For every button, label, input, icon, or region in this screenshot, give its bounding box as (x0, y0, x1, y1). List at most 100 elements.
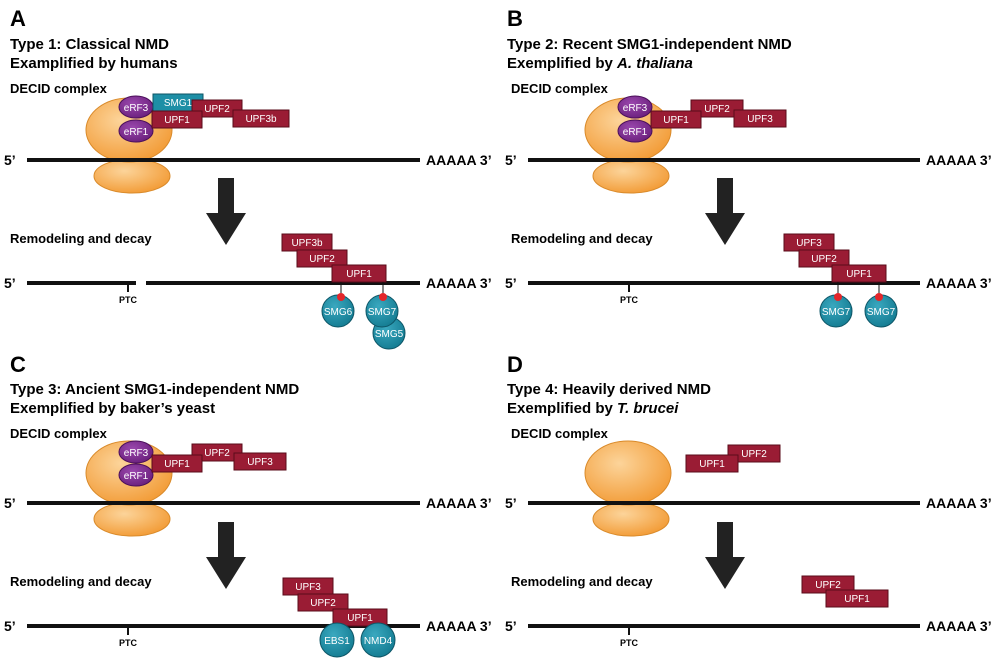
protein-upf2 (798, 249, 850, 268)
protein-label: UPF2 (815, 580, 841, 591)
ptc-label: PTC (119, 638, 138, 648)
protein-upf2 (191, 99, 243, 118)
panel-example: Examplified by humans (10, 55, 178, 72)
protein-upf1 (831, 264, 887, 283)
panel-a: A Type 1: Classical NMD Examplified by h… (4, 6, 492, 350)
panel-letter: A (10, 6, 26, 31)
three-prime-label: AAAAA 3’ (426, 275, 492, 291)
panel-type-title: Type 4: Heavily derived NMD (507, 381, 711, 398)
down-arrow-icon (705, 178, 745, 245)
protein-label: SMG7 (822, 307, 851, 318)
protein-label: eRF3 (623, 103, 648, 114)
protein-label: UPF3 (796, 238, 822, 249)
protein-label: SMG6 (324, 307, 353, 318)
five-prime-label: 5’ (4, 618, 16, 634)
protein-upf2 (297, 593, 349, 612)
protein-erf1 (118, 463, 154, 487)
ptc-label: PTC (620, 638, 639, 648)
protein-label: SMG7 (867, 307, 896, 318)
protein-upf1 (151, 454, 203, 473)
protein-upf2 (727, 444, 781, 463)
protein-erf3 (617, 95, 653, 119)
panel-type-title: Type 2: Recent SMG1-independent NMD (507, 36, 792, 53)
protein-label: UPF1 (846, 269, 872, 280)
protein-upf3 (233, 452, 287, 471)
protein-upf1 (332, 608, 388, 627)
five-prime-label: 5’ (505, 152, 517, 168)
three-prime-label: AAAAA 3’ (926, 152, 992, 168)
protein-label: UPF1 (346, 269, 372, 280)
five-prime-label: 5’ (4, 495, 16, 511)
five-prime-label: 5’ (505, 495, 517, 511)
protein-label: UPF3 (247, 457, 273, 468)
protein-label: UPF2 (741, 449, 767, 460)
protein-label: UPF1 (347, 613, 373, 624)
protein-label: eRF1 (623, 127, 648, 138)
protein-upf2 (296, 249, 348, 268)
panel-example: Exemplified by A. thaliana (507, 55, 693, 72)
phosphate-marker (875, 293, 883, 301)
protein-label: UPF2 (811, 254, 837, 265)
protein-label: UPF2 (704, 104, 730, 115)
panel-example: Exemplified by baker’s yeast (10, 400, 215, 417)
protein-upf3b (232, 109, 290, 128)
protein-upf1 (331, 264, 387, 283)
protein-label: UPF2 (204, 104, 230, 115)
remodel-label: Remodeling and decay (511, 574, 653, 589)
protein-label: eRF3 (124, 103, 149, 114)
protein-label: UPF2 (310, 598, 336, 609)
phosphate-marker (337, 293, 345, 301)
ribosome-large-subunit (584, 440, 672, 506)
protein-upf3 (733, 109, 787, 128)
protein-label: UPF1 (663, 115, 689, 126)
ribosome-small-subunit (93, 501, 171, 537)
protein-label: UPF3 (747, 114, 773, 125)
protein-upf1 (151, 110, 203, 129)
panel-letter: C (10, 352, 26, 377)
protein-upf1 (650, 110, 702, 129)
remodel-label: Remodeling and decay (10, 574, 152, 589)
protein-erf1 (118, 119, 154, 143)
decid-label: DECID complex (10, 81, 108, 96)
decid-label: DECID complex (10, 426, 108, 441)
ribosome-small-subunit (93, 158, 171, 194)
protein-label: eRF1 (124, 127, 149, 138)
protein-ebs1 (319, 622, 355, 658)
protein-label: EBS1 (324, 636, 350, 647)
down-arrow-icon (705, 522, 745, 589)
protein-label: UPF1 (164, 115, 190, 126)
down-arrow-icon (206, 178, 246, 245)
three-prime-label: AAAAA 3’ (426, 618, 492, 634)
protein-label: UPF3b (245, 114, 277, 125)
three-prime-label: AAAAA 3’ (926, 618, 992, 634)
five-prime-label: 5’ (4, 152, 16, 168)
phosphate-marker (834, 293, 842, 301)
protein-label: UPF2 (204, 448, 230, 459)
protein-nmd4 (360, 622, 396, 658)
panel-letter: B (507, 6, 523, 31)
protein-erf3 (118, 440, 154, 464)
protein-label: UPF1 (699, 459, 725, 470)
three-prime-label: AAAAA 3’ (426, 495, 492, 511)
protein-upf2 (690, 99, 744, 118)
five-prime-label: 5’ (505, 618, 517, 634)
panel-b: B Type 2: Recent SMG1-independent NMD Ex… (505, 6, 992, 328)
five-prime-label: 5’ (4, 275, 16, 291)
protein-erf1 (617, 119, 653, 143)
five-prime-label: 5’ (505, 275, 517, 291)
three-prime-label: AAAAA 3’ (926, 495, 992, 511)
ribosome-small-subunit (592, 501, 670, 537)
panel-letter: D (507, 352, 523, 377)
ribosome-small-subunit (592, 158, 670, 194)
panel-c: C Type 3: Ancient SMG1-independent NMD E… (4, 352, 492, 658)
down-arrow-icon (206, 522, 246, 589)
three-prime-label: AAAAA 3’ (926, 275, 992, 291)
remodel-label: Remodeling and decay (511, 231, 653, 246)
protein-upf1 (825, 589, 889, 608)
protein-label: UPF3b (291, 238, 323, 249)
protein-label: SMG5 (375, 329, 404, 340)
protein-label: UPF3 (295, 582, 321, 593)
protein-label: UPF1 (164, 459, 190, 470)
protein-label: UPF2 (309, 254, 335, 265)
